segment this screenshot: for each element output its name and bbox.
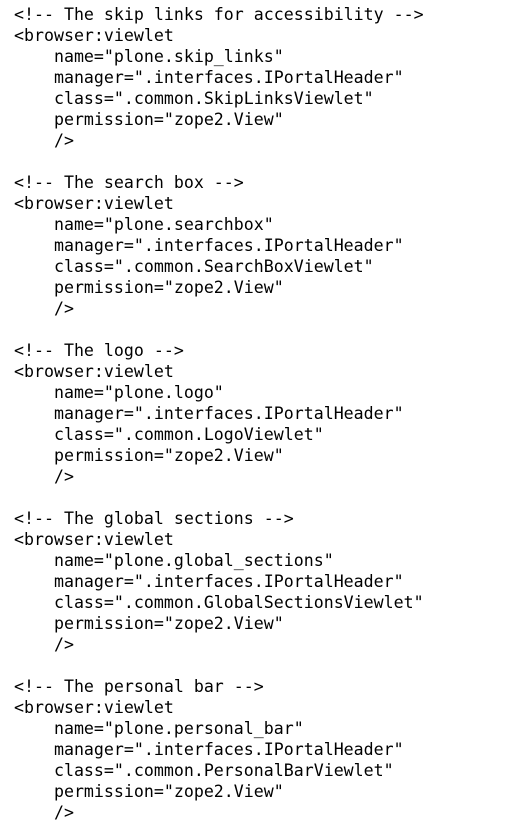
permission-attribute: permission="zope2.View" [14, 278, 284, 297]
class-attribute: class=".common.LogoViewlet" [14, 425, 324, 444]
tag-close: /> [14, 635, 74, 654]
viewlet-open-tag: <browser:viewlet [14, 194, 174, 213]
name-attribute: name="plone.searchbox" [14, 215, 274, 234]
manager-attribute: manager=".interfaces.IPortalHeader" [14, 68, 404, 87]
code-comment: <!-- The global sections --> [14, 509, 294, 528]
viewlet-open-tag: <browser:viewlet [14, 26, 174, 45]
name-attribute: name="plone.logo" [14, 383, 224, 402]
permission-attribute: permission="zope2.View" [14, 110, 284, 129]
tag-close: /> [14, 803, 74, 822]
manager-attribute: manager=".interfaces.IPortalHeader" [14, 404, 404, 423]
class-attribute: class=".common.SkipLinksViewlet" [14, 89, 374, 108]
permission-attribute: permission="zope2.View" [14, 446, 284, 465]
viewlet-block-personal-bar: <!-- The personal bar --> <browser:viewl… [14, 676, 424, 823]
class-attribute: class=".common.GlobalSectionsViewlet" [14, 593, 424, 612]
code-comment: <!-- The personal bar --> [14, 677, 264, 696]
name-attribute: name="plone.skip_links" [14, 47, 284, 66]
class-attribute: class=".common.PersonalBarViewlet" [14, 761, 394, 780]
viewlet-open-tag: <browser:viewlet [14, 530, 174, 549]
blank-line [14, 655, 424, 676]
permission-attribute: permission="zope2.View" [14, 782, 284, 801]
manager-attribute: manager=".interfaces.IPortalHeader" [14, 572, 404, 591]
name-attribute: name="plone.global_sections" [14, 551, 334, 570]
code-comment: <!-- The logo --> [14, 341, 184, 360]
name-attribute: name="plone.personal_bar" [14, 719, 304, 738]
blank-line [14, 487, 424, 508]
manager-attribute: manager=".interfaces.IPortalHeader" [14, 740, 404, 759]
viewlet-block-global-sections: <!-- The global sections --> <browser:vi… [14, 508, 424, 676]
viewlet-block-skip-links: <!-- The skip links for accessibility --… [14, 4, 424, 172]
blank-line [14, 151, 424, 172]
class-attribute: class=".common.SearchBoxViewlet" [14, 257, 374, 276]
code-comment: <!-- The search box --> [14, 173, 244, 192]
viewlet-open-tag: <browser:viewlet [14, 698, 174, 717]
code-comment: <!-- The skip links for accessibility --… [14, 5, 424, 24]
viewlet-block-searchbox: <!-- The search box --> <browser:viewlet… [14, 172, 424, 340]
tag-close: /> [14, 299, 74, 318]
manager-attribute: manager=".interfaces.IPortalHeader" [14, 236, 404, 255]
permission-attribute: permission="zope2.View" [14, 614, 284, 633]
tag-close: /> [14, 131, 74, 150]
code-listing: <!-- The skip links for accessibility --… [14, 4, 424, 823]
blank-line [14, 319, 424, 340]
tag-close: /> [14, 467, 74, 486]
viewlet-block-logo: <!-- The logo --> <browser:viewlet name=… [14, 340, 424, 508]
viewlet-open-tag: <browser:viewlet [14, 362, 174, 381]
